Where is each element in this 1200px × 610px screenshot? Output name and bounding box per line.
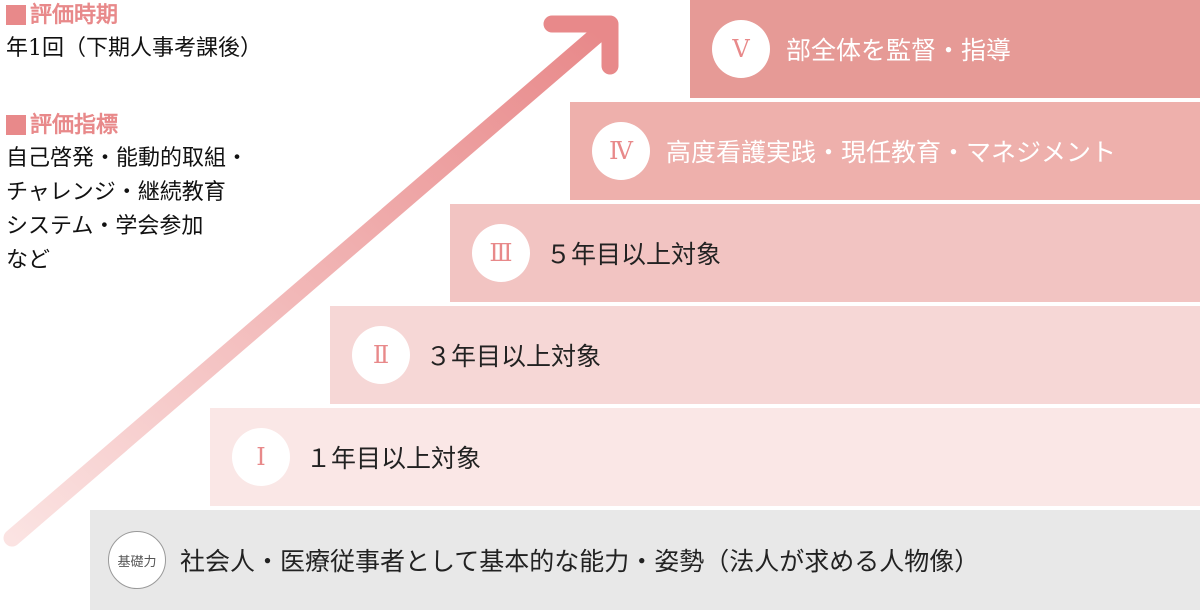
- step-label: 高度看護実践・現任教育・マネジメント: [666, 138, 1117, 167]
- square-bullet-icon: [6, 115, 26, 135]
- level-badge: Ⅱ: [352, 326, 410, 384]
- step-level-4: Ⅳ 高度看護実践・現任教育・マネジメント: [570, 102, 1200, 200]
- step-label: ５年目以上対象: [546, 240, 722, 269]
- level-badge: Ⅴ: [712, 20, 770, 78]
- evaluation-period-text: 年1回（下期人事考課後）: [6, 36, 262, 61]
- evaluation-index: 評価指標 自己啓発・能動的取組・ チャレンジ・継続教育 システム・学会参加 など: [6, 108, 248, 278]
- step-level-1: Ⅰ １年目以上対象: [210, 408, 1200, 506]
- evaluation-period-title: 評価時期: [30, 2, 119, 28]
- step-label: 部全体を監督・指導: [786, 36, 1012, 65]
- evaluation-index-title: 評価指標: [30, 112, 119, 138]
- square-bullet-icon: [6, 5, 26, 25]
- step-label: ３年目以上対象: [426, 342, 602, 371]
- step-foundation: 基礎力 社会人・医療従事者として基本的な能力・姿勢（法人が求める人物像）: [90, 510, 1200, 610]
- evaluation-index-text: 自己啓発・能動的取組・ チャレンジ・継続教育 システム・学会参加 など: [6, 146, 249, 273]
- foundation-badge: 基礎力: [108, 531, 166, 589]
- step-level-5: Ⅴ 部全体を監督・指導: [690, 0, 1200, 98]
- step-label: １年目以上対象: [306, 444, 482, 473]
- level-badge: Ⅲ: [472, 224, 530, 282]
- evaluation-period: 評価時期 年1回（下期人事考課後）: [6, 0, 262, 66]
- step-level-2: Ⅱ ３年目以上対象: [330, 306, 1200, 404]
- level-badge: Ⅰ: [232, 428, 290, 486]
- evaluation-period-heading: 評価時期: [6, 0, 262, 32]
- evaluation-index-heading: 評価指標: [6, 108, 248, 142]
- step-level-3: Ⅲ ５年目以上対象: [450, 204, 1200, 302]
- step-label: 社会人・医療従事者として基本的な能力・姿勢（法人が求める人物像）: [180, 547, 980, 576]
- level-badge: Ⅳ: [592, 122, 650, 180]
